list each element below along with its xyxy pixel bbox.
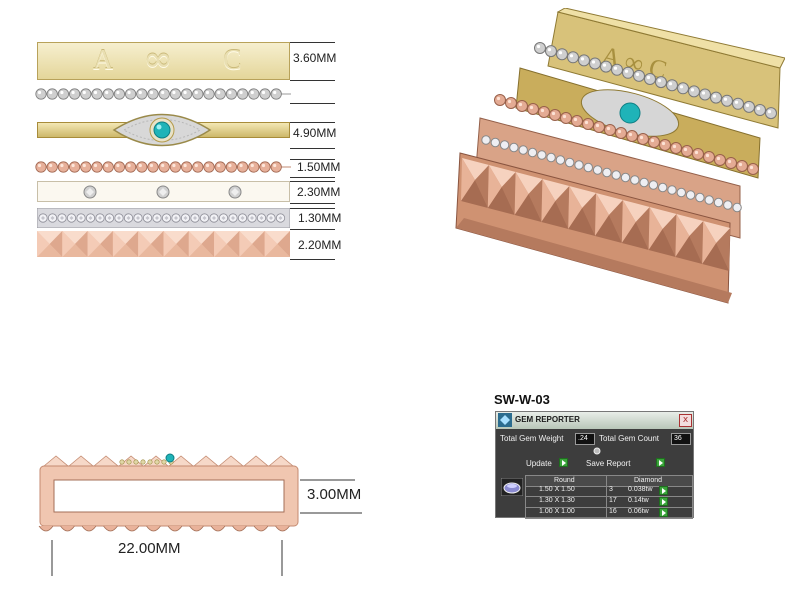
band5-measurement: 1.30MM	[298, 211, 342, 225]
slider-knob-icon[interactable]	[593, 447, 601, 455]
dim-line-band6-bottom	[290, 229, 335, 230]
table-row: 1.00 X 1.00 16 0.06tw	[525, 508, 691, 518]
diamond-stone-icon	[156, 185, 170, 199]
gem-size-cell: 1.50 X 1.50	[539, 486, 575, 493]
silver-bead-band	[35, 88, 291, 100]
engraving-infinity: ∞	[143, 39, 173, 80]
engraving-letter-c: C	[223, 45, 242, 76]
dim-line-band3-bottom	[290, 148, 335, 149]
save-report-button[interactable]	[656, 458, 665, 467]
diamond-stone-icon	[83, 185, 97, 199]
rose-bead-band	[35, 161, 291, 173]
dim-line-band5-bottom	[290, 203, 335, 204]
engraving-letter-a: A	[93, 45, 114, 76]
dim-line-band1-top	[290, 42, 335, 43]
engraved-gold-band: A ∞ C	[37, 39, 290, 80]
close-icon[interactable]: x	[679, 414, 692, 427]
band-stack-drawing: A ∞ C 3.60MM 4.90MM 1.50MM 2.30MM	[0, 0, 380, 270]
gem-reporter-title: GEM REPORTER	[515, 415, 580, 424]
gem-size-cell: 1.00 X 1.00	[539, 508, 575, 515]
evil-eye-motif	[112, 113, 212, 147]
update-label[interactable]: Update	[526, 459, 552, 468]
dim-line-band5-top	[290, 181, 335, 182]
gem-weight-cell: 0.14tw	[628, 497, 649, 504]
gem-count-cell: 16	[609, 508, 617, 515]
save-report-label[interactable]: Save Report	[586, 459, 631, 468]
dim-line-band3-top	[290, 122, 335, 123]
total-gem-count-field[interactable]: 36	[671, 433, 691, 445]
gem-count-cell: 17	[609, 497, 617, 504]
update-button[interactable]	[559, 458, 568, 467]
ring-profile-drawing	[38, 453, 362, 576]
band2-measurement: 4.90MM	[293, 126, 337, 140]
gem-table: Round Diamond	[525, 475, 693, 519]
pave-diamond-band	[37, 208, 290, 228]
height-measurement: 3.00MM	[307, 486, 362, 503]
gem-reporter-app-icon	[498, 413, 512, 427]
col-header-material: Diamond	[634, 477, 663, 484]
round-gem-icon	[501, 478, 523, 496]
render-turquoise-icon	[619, 102, 641, 124]
row-action-button[interactable]	[659, 508, 668, 517]
col-header-shape: Round	[554, 477, 575, 484]
gem-count-cell: 3	[609, 486, 613, 493]
ring-3d-rendering: A ∞ C	[455, 8, 785, 304]
dim-line-band7-bottom	[290, 259, 335, 260]
total-gem-weight-field[interactable]: .24	[575, 433, 595, 445]
total-gem-weight-label: Total Gem Weight	[500, 434, 564, 443]
gem-reporter-window: GEM REPORTER x Total Gem Weight .24 Tota…	[495, 411, 694, 519]
band4-measurement: 2.30MM	[297, 185, 341, 199]
dim-line-band4-top	[290, 159, 335, 160]
row-action-button[interactable]	[659, 486, 668, 495]
model-code: SW-W-03	[494, 392, 550, 407]
dim-line-band1-bottom	[290, 80, 335, 81]
gem-size-cell: 1.30 X 1.30	[539, 497, 575, 504]
diamond-stone-icon	[228, 185, 242, 199]
dim-line-band2-top	[290, 103, 335, 104]
dim-line-band4-bottom	[290, 177, 335, 178]
pyramid-rose-band	[37, 231, 290, 257]
width-measurement: 22.00MM	[118, 540, 181, 557]
table-row: 1.30 X 1.30 17 0.14tw	[525, 497, 691, 507]
profile-turquoise-icon	[165, 453, 175, 463]
diamond-station-band	[37, 181, 290, 202]
dim-line-band6-top	[290, 208, 335, 209]
turquoise-stone-icon	[153, 121, 171, 139]
table-row: 1.50 X 1.50 3 0.038tw	[525, 486, 691, 496]
gem-weight-cell: 0.06tw	[628, 508, 649, 515]
band6-measurement: 2.20MM	[298, 238, 342, 252]
band1-measurement: 3.60MM	[293, 51, 337, 65]
row-action-button[interactable]	[659, 497, 668, 506]
gem-weight-cell: 0.038tw	[628, 486, 653, 493]
gem-reporter-titlebar[interactable]: GEM REPORTER x	[496, 412, 693, 429]
total-gem-count-label: Total Gem Count	[599, 434, 660, 443]
band3-measurement: 1.50MM	[297, 160, 341, 174]
